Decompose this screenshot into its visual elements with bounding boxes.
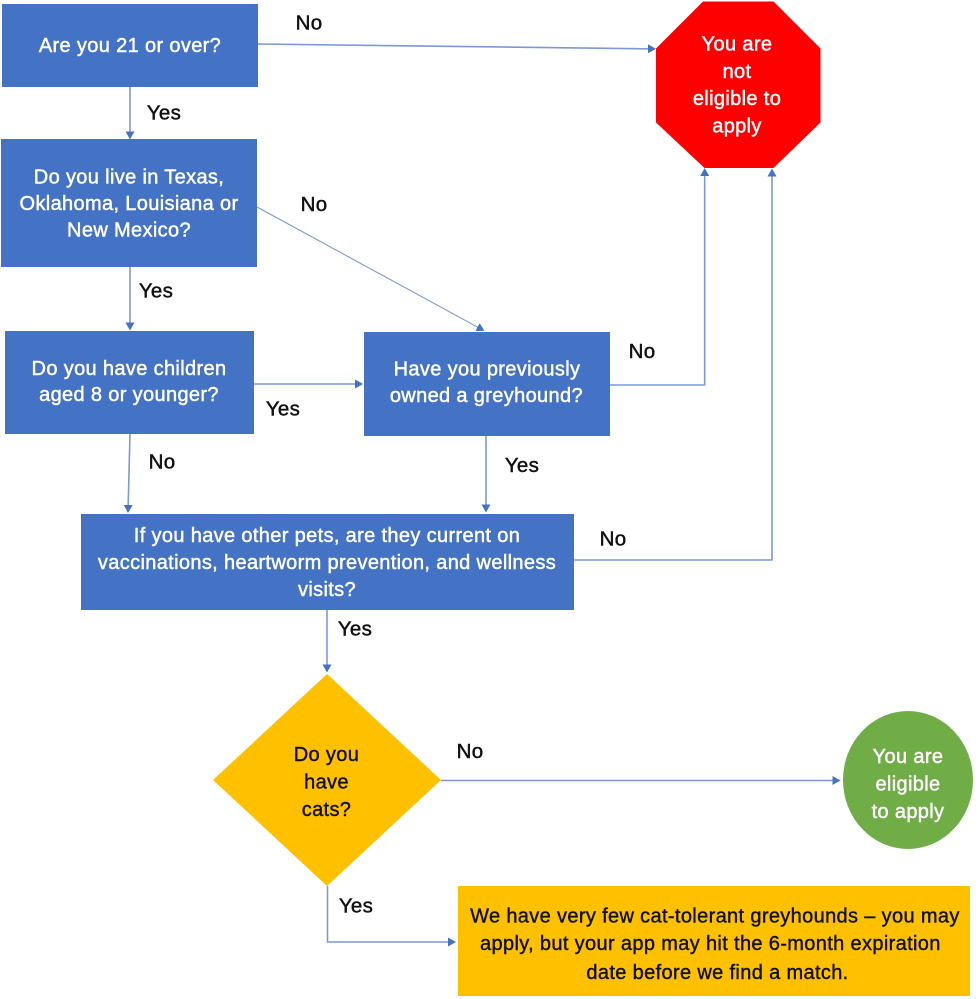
svg-text:Have you previously: Have you previously bbox=[394, 359, 581, 381]
svg-text:Are you 21 or over?: Are you 21 or over? bbox=[39, 35, 221, 57]
svg-text:cats?: cats? bbox=[302, 799, 352, 821]
svg-text:not: not bbox=[723, 61, 752, 83]
svg-text:No: No bbox=[301, 193, 328, 216]
svg-text:No: No bbox=[629, 340, 656, 363]
svg-text:Yes: Yes bbox=[338, 618, 372, 641]
svg-text:We have very few cat-tolerant: We have very few cat-tolerant greyhounds… bbox=[470, 905, 960, 927]
svg-text:Do you have children: Do you have children bbox=[32, 358, 227, 380]
svg-text:to apply: to apply bbox=[872, 801, 945, 823]
svg-text:Yes: Yes bbox=[266, 398, 300, 421]
svg-text:vaccinations, heartworm preven: vaccinations, heartworm prevention, and … bbox=[98, 552, 556, 574]
svg-text:visits?: visits? bbox=[298, 579, 356, 601]
svg-text:date before we find a match.: date before we find a match. bbox=[586, 962, 848, 984]
svg-text:Oklahoma, Louisiana or: Oklahoma, Louisiana or bbox=[20, 193, 239, 215]
svg-text:have: have bbox=[304, 772, 349, 794]
svg-text:apply: apply bbox=[712, 115, 762, 137]
svg-text:owned a greyhound?: owned a greyhound? bbox=[390, 385, 583, 407]
svg-text:Do you live in Texas,: Do you live in Texas, bbox=[34, 167, 224, 189]
svg-text:No: No bbox=[600, 527, 627, 550]
svg-text:Yes: Yes bbox=[339, 894, 373, 917]
svg-text:apply, but your app may hit th: apply, but your app may hit the 6-month … bbox=[480, 933, 941, 955]
svg-text:Yes: Yes bbox=[147, 102, 181, 125]
svg-text:No: No bbox=[296, 11, 323, 34]
svg-text:No: No bbox=[149, 451, 176, 474]
svg-text:You are: You are bbox=[873, 746, 944, 768]
svg-text:No: No bbox=[457, 740, 484, 763]
svg-text:Yes: Yes bbox=[139, 280, 173, 303]
svg-text:If you have other pets, are th: If you have other pets, are they current… bbox=[134, 525, 520, 547]
svg-text:You are: You are bbox=[702, 34, 773, 56]
svg-text:Do you: Do you bbox=[294, 744, 359, 766]
svg-text:New Mexico?: New Mexico? bbox=[67, 220, 191, 242]
svg-text:eligible: eligible bbox=[875, 774, 940, 796]
svg-text:eligible to: eligible to bbox=[693, 88, 781, 110]
svg-text:Yes: Yes bbox=[505, 454, 539, 477]
svg-text:aged 8 or younger?: aged 8 or younger? bbox=[39, 384, 219, 406]
